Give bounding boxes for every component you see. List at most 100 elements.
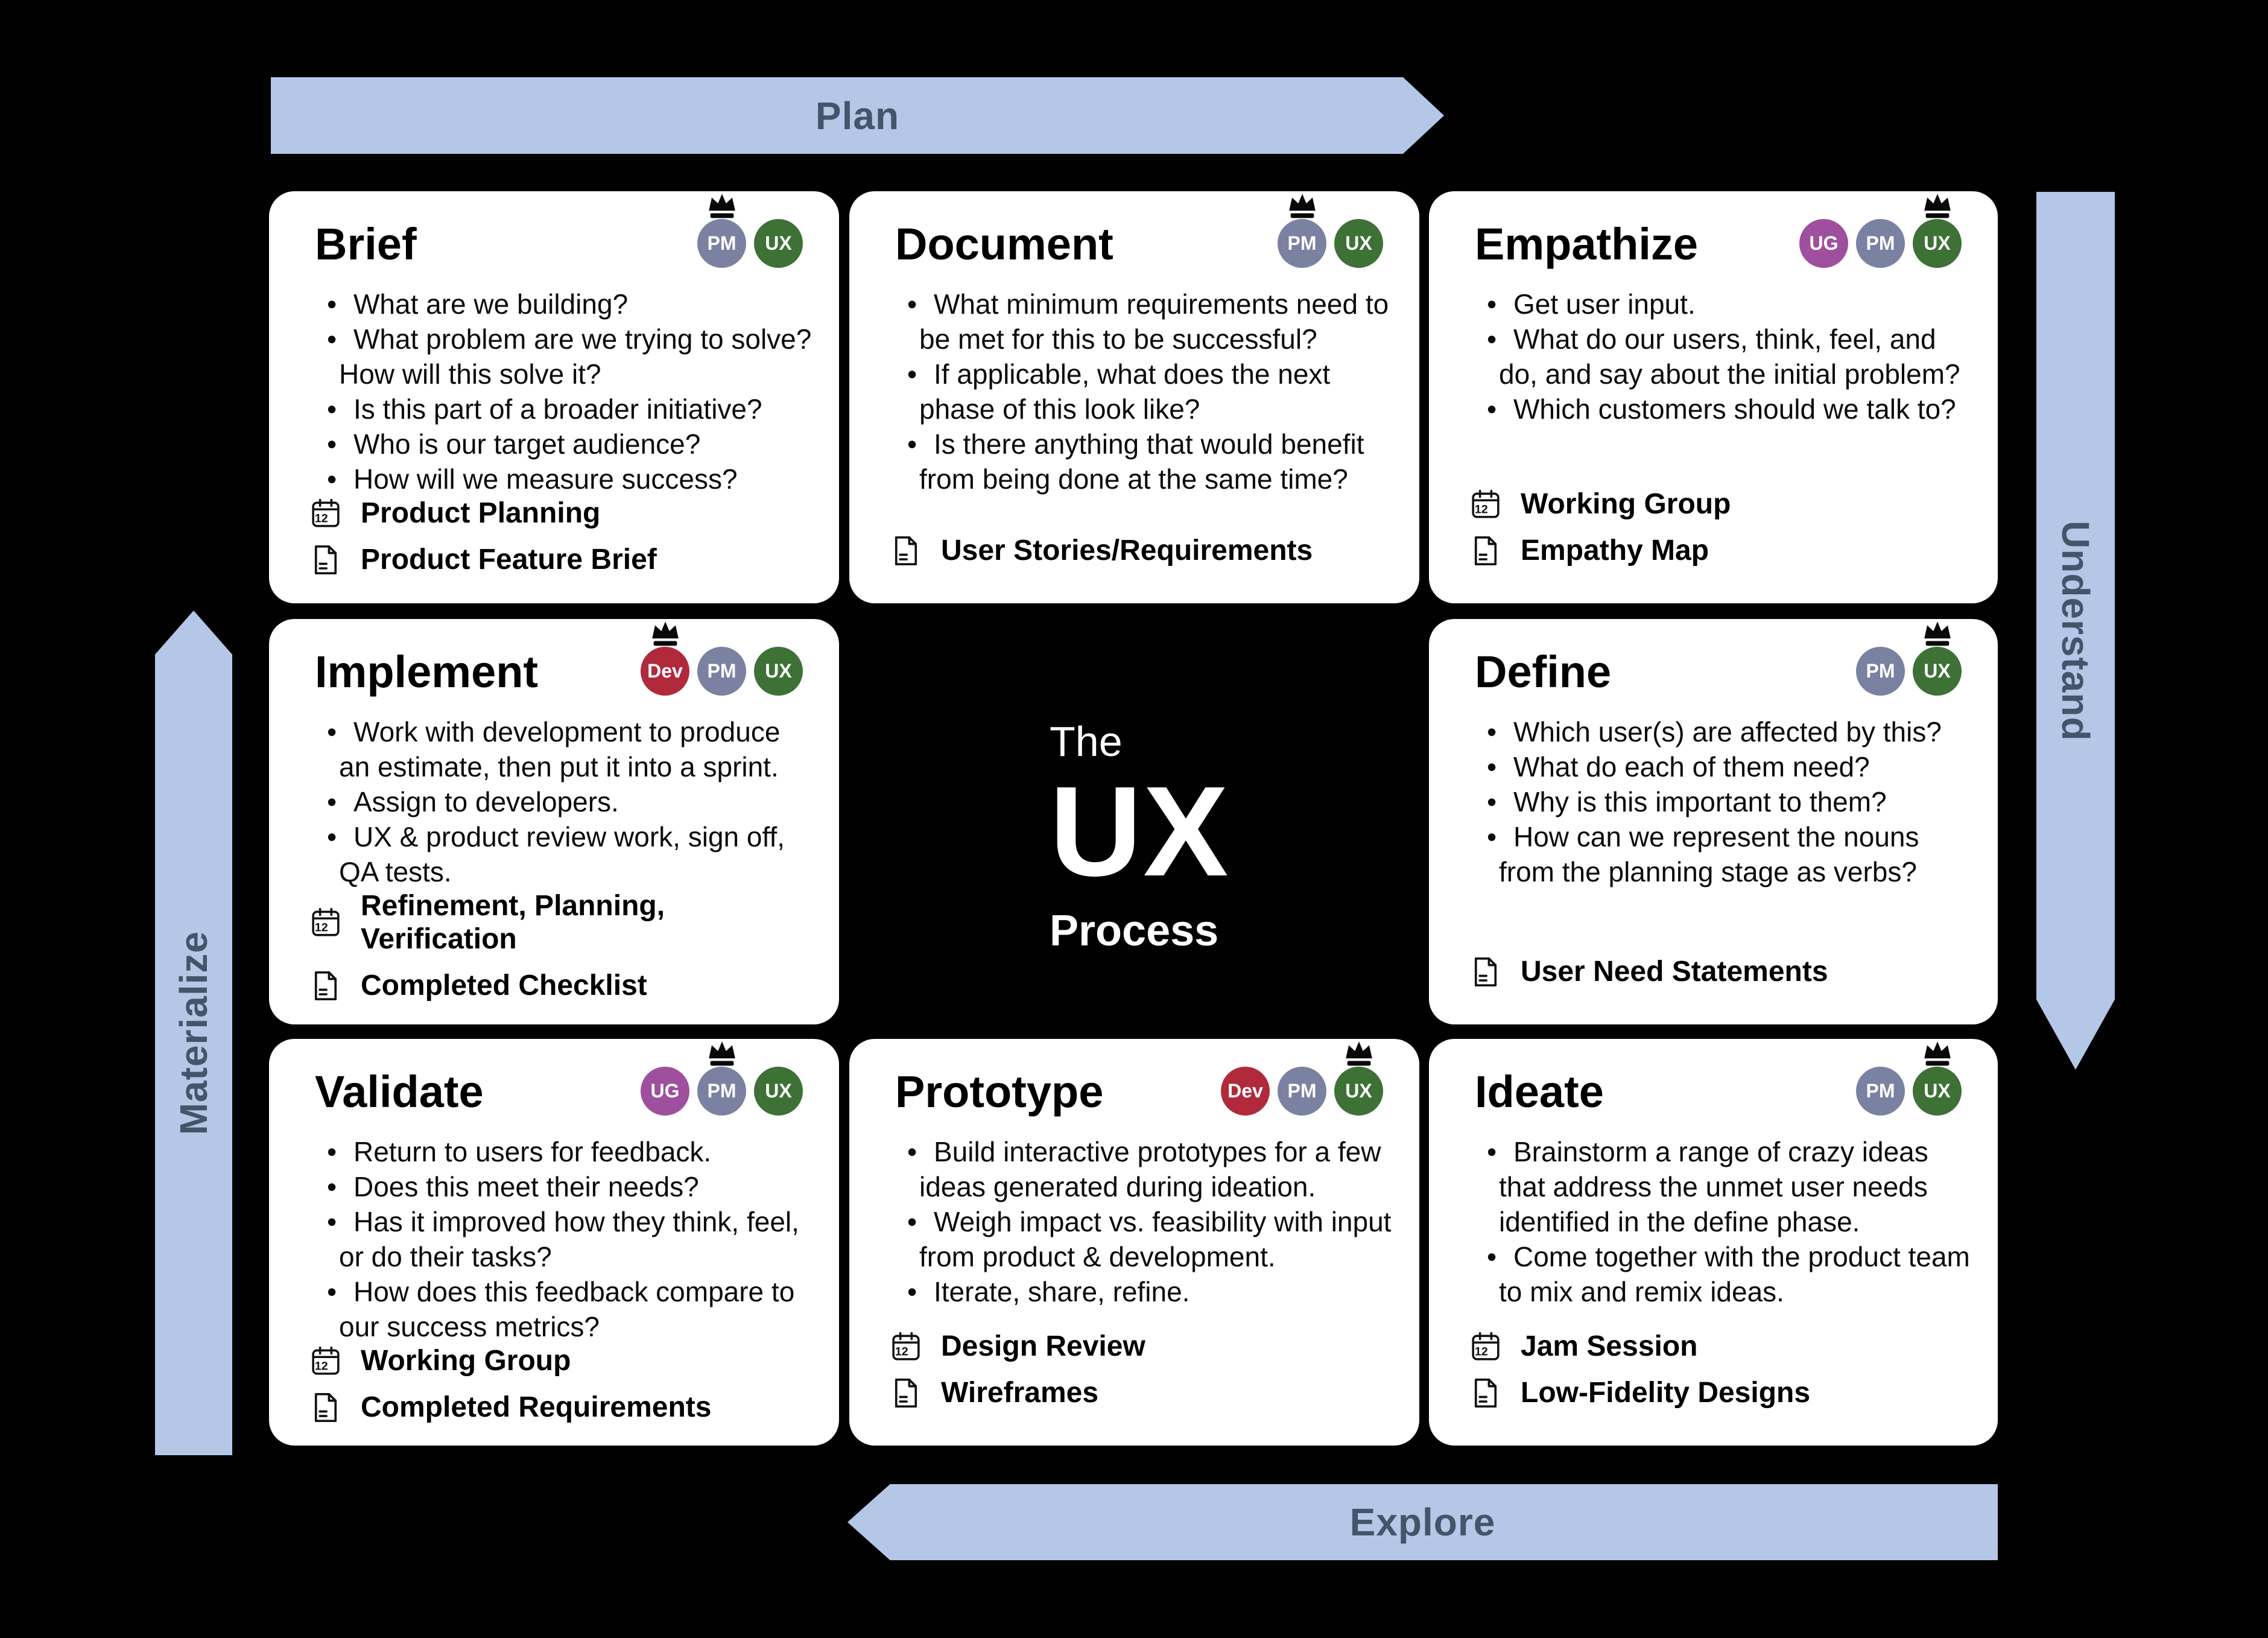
crown-icon [1924, 621, 1951, 646]
badge-pm-crowned: PM [697, 194, 746, 268]
card-implement: Implement Dev PM UX Work with developmen… [269, 619, 839, 1024]
badge-row: Dev PM UX [641, 621, 803, 696]
deliverables: 12 Jam Session Low-Fidelity Designs [1469, 1330, 1976, 1409]
deliverable-label: Product Feature Brief [361, 544, 657, 576]
document-icon [309, 970, 343, 1002]
bullet-list: Brainstorm a range of crazy ideas that a… [1469, 1134, 1976, 1309]
card-header: Prototype Dev PM UX [889, 1041, 1398, 1116]
bullet-list: Return to users for feedback. Does this … [309, 1134, 817, 1344]
deliverables: 12 Working Group Empathy Map [1469, 487, 1976, 567]
card-title: Brief [315, 219, 417, 269]
deliverable-label: Working Group [361, 1345, 571, 1377]
calendar-icon: 12 [309, 498, 343, 529]
card-header: Document PM UX [889, 194, 1398, 268]
crown-icon [1924, 194, 1951, 218]
pm-badge: PM [1856, 1067, 1905, 1116]
arrow-plan: Plan [271, 77, 1444, 154]
card-title: Empathize [1475, 219, 1699, 269]
deliverables: 12 Design Review Wireframes [889, 1330, 1398, 1409]
ux-badge: UX [754, 647, 803, 696]
bullet-item: What do each of them need? [1469, 749, 1976, 784]
card-title: Ideate [1475, 1067, 1604, 1117]
deliverable-artifact: Completed Checklist [309, 969, 817, 1002]
bullet-item: UX & product review work, sign off, QA t… [309, 819, 817, 889]
badge-ug: UG [641, 1067, 689, 1116]
arrow-understand: Understand [2036, 192, 2115, 1070]
deliverable-label: Completed Checklist [361, 970, 647, 1002]
card-header: Empathize UG PM UX [1469, 194, 1976, 269]
center-title-ux: UX [1050, 760, 1230, 903]
bullet-list: What are we building? What problem are w… [309, 287, 817, 497]
badge-pm-crowned: PM [697, 1041, 746, 1116]
arrow-materialize-label: Materialize [172, 930, 215, 1135]
deliverable-meeting: 12 Working Group [309, 1344, 817, 1377]
deliverables: User Need Statements [1469, 955, 1976, 988]
bullet-item: Who is our target audience? [309, 427, 817, 462]
badge-pm-crowned: PM [1278, 194, 1326, 268]
crown-icon [1924, 1041, 1951, 1066]
badge-row: Dev PM UX [1221, 1041, 1383, 1116]
bullet-item: Come together with the product team to m… [1469, 1239, 1976, 1309]
deliverable-label: User Stories/Requirements [941, 535, 1313, 567]
bullet-item: Brainstorm a range of crazy ideas that a… [1469, 1134, 1976, 1239]
ux-badge: UX [1334, 219, 1383, 268]
card-ideate: Ideate PM UX Brainstorm a range of crazy… [1429, 1039, 1998, 1446]
bullet-item: Which customers should we talk to? [1469, 392, 1976, 427]
deliverable-meeting: 12 Product Planning [309, 497, 817, 530]
ug-badge: UG [641, 1067, 689, 1116]
badge-row: PM UX [697, 194, 803, 268]
deliverable-label: Empathy Map [1521, 535, 1709, 567]
badge-ux-crowned: UX [1913, 194, 1962, 268]
arrow-understand-label: Understand [2054, 520, 2097, 741]
badge-pm: PM [1856, 647, 1905, 696]
card-title: Validate [315, 1067, 484, 1117]
badge-ux-crowned: UX [1913, 1041, 1962, 1116]
ux-badge: UX [1913, 647, 1962, 696]
card-validate: Validate UG PM UX Return to users for fe… [269, 1039, 839, 1446]
pm-badge: PM [1856, 219, 1905, 268]
badge-row: UG PM UX [641, 1041, 803, 1116]
pm-badge: PM [1856, 647, 1905, 696]
badge-ux: UX [754, 219, 803, 268]
card-define: Define PM UX Which user(s) are affected … [1429, 619, 1998, 1024]
badge-ux: UX [1334, 219, 1383, 268]
svg-text:12: 12 [315, 512, 328, 525]
bullet-list: Get user input. What do our users, think… [1469, 287, 1976, 427]
deliverable-label: Working Group [1521, 488, 1731, 520]
ux-badge: UX [1334, 1067, 1383, 1116]
deliverables: 12 Refinement, Planning, Verification Co… [309, 889, 817, 1002]
deliverable-artifact: Product Feature Brief [309, 543, 817, 576]
document-icon [309, 544, 343, 576]
deliverable-meeting: 12 Jam Session [1469, 1330, 1976, 1363]
calendar-icon: 12 [1469, 1331, 1503, 1362]
deliverable-label: Product Planning [361, 497, 601, 529]
deliverable-meeting: 12 Design Review [889, 1330, 1398, 1363]
badge-pm: PM [1856, 219, 1905, 268]
svg-text:12: 12 [1475, 1345, 1488, 1358]
deliverable-artifact: Wireframes [889, 1376, 1398, 1409]
document-icon [1469, 1377, 1503, 1409]
arrow-plan-label: Plan [815, 94, 900, 138]
badge-ux: UX [754, 647, 803, 696]
badge-row: PM UX [1856, 1041, 1962, 1116]
badge-ux-crowned: UX [1334, 1041, 1383, 1116]
bullet-item: Is there anything that would benefit fro… [889, 427, 1398, 497]
bullet-item: What are we building? [309, 287, 817, 322]
bullet-item: Iterate, share, refine. [889, 1274, 1398, 1309]
deliverable-artifact: Completed Requirements [309, 1391, 817, 1424]
card-title: Define [1475, 647, 1612, 697]
bullet-item: Why is this important to them? [1469, 784, 1976, 819]
arrow-explore-label: Explore [1349, 1500, 1496, 1544]
ux-badge: UX [754, 219, 803, 268]
bullet-item: Has it improved how they think, feel, or… [309, 1204, 817, 1274]
bullet-list: Which user(s) are affected by this? What… [1469, 714, 1976, 889]
arrow-materialize: Materialize [155, 611, 232, 1455]
badge-pm: PM [1856, 1067, 1905, 1116]
calendar-icon: 12 [889, 1331, 923, 1362]
bullet-item: Does this meet their needs? [309, 1169, 817, 1204]
bullet-item: Return to users for feedback. [309, 1134, 817, 1169]
bullet-item: Get user input. [1469, 287, 1976, 322]
bullet-item: Assign to developers. [309, 784, 817, 819]
center-title-process: Process [1050, 907, 1219, 955]
card-header: Validate UG PM UX [309, 1041, 817, 1117]
